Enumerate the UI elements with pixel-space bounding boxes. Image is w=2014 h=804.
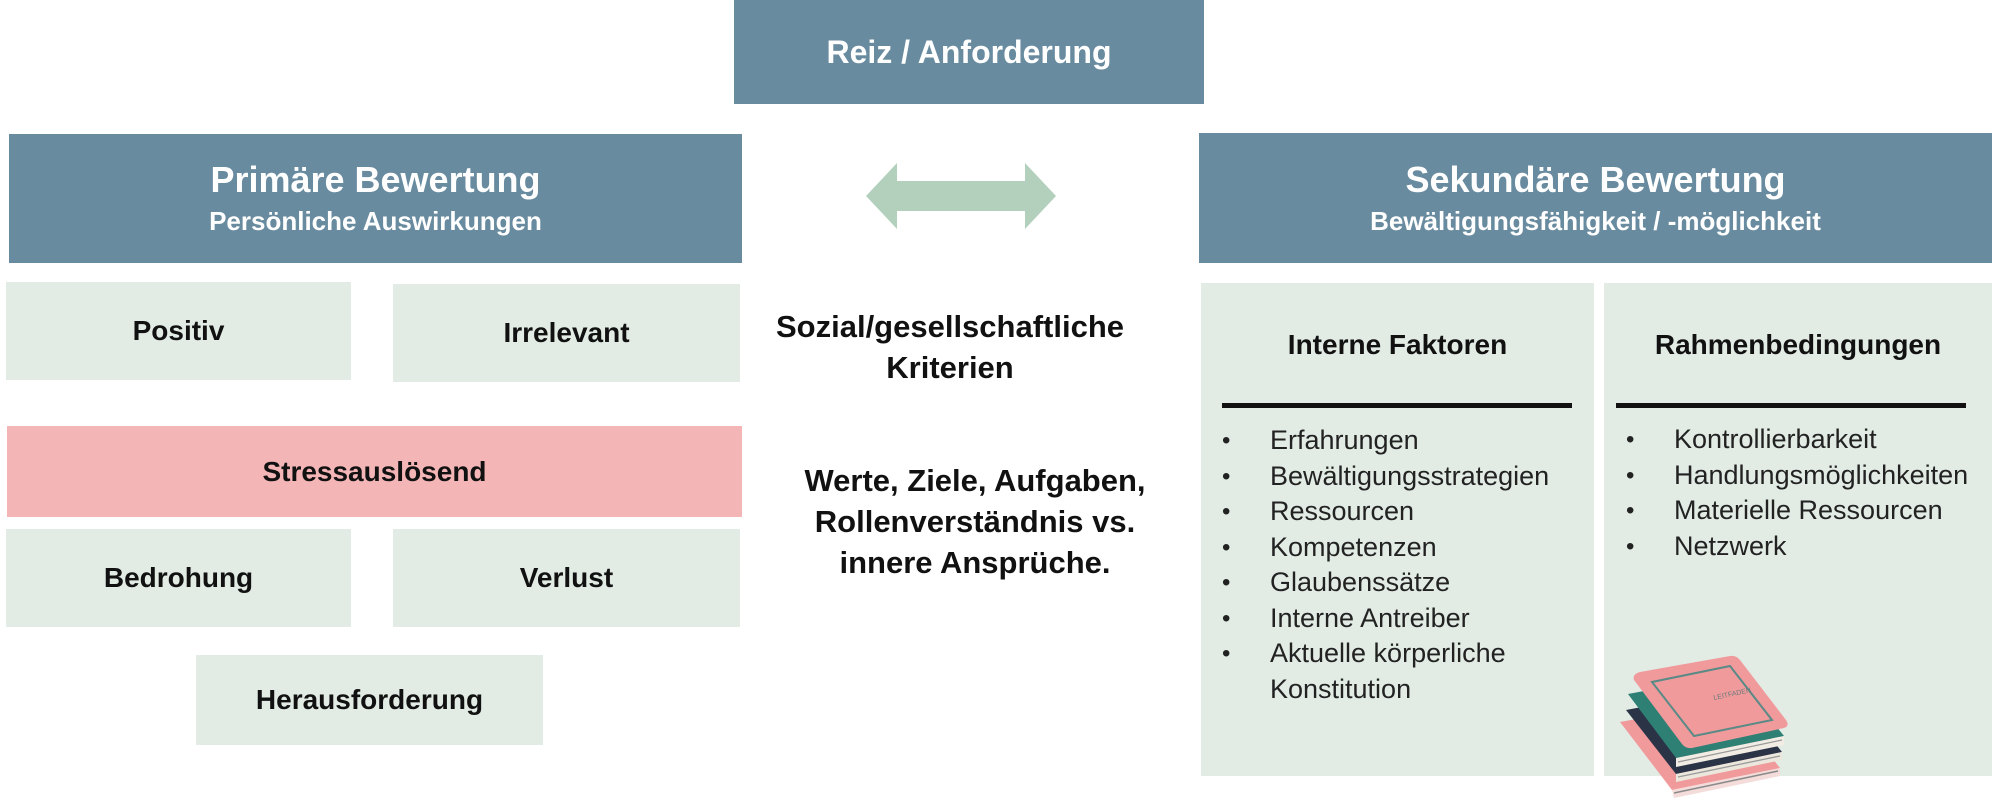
- framework-conditions-list: Kontrollierbarkeit Handlungsmöglichkeite…: [1626, 422, 1991, 564]
- irrelevant-box: Irrelevant: [393, 284, 740, 382]
- framework-conditions-divider: [1616, 403, 1966, 408]
- herausforderung-label: Herausforderung: [255, 684, 484, 715]
- internal-factors-list: Erfahrungen Bewältigungsstrategien Resso…: [1222, 423, 1587, 707]
- primary-appraisal-subtitle: Persönliche Auswirkungen: [209, 206, 542, 237]
- social-criteria-text: Sozial/gesellschaftliche Kriterien: [775, 309, 1125, 385]
- stimulus-box: Reiz / Anforderung: [734, 0, 1204, 104]
- secondary-appraisal-header: Sekundäre Bewertung Bewältigungsfähigkei…: [1199, 133, 1992, 263]
- list-item: Aktuelle körperliche Konstitution: [1222, 636, 1530, 707]
- list-item: Interne Antreiber: [1222, 601, 1587, 637]
- list-item: Glaubenssätze: [1222, 565, 1587, 601]
- stress-label: Stressauslösend: [262, 455, 487, 487]
- list-item: Handlungsmöglichkeiten: [1626, 458, 1991, 494]
- positiv-label: Positiv: [132, 315, 225, 346]
- list-item: Kontrollierbarkeit: [1626, 422, 1991, 458]
- framework-conditions-title: Rahmenbedingungen: [1654, 329, 1942, 360]
- internal-factors-panel: Interne Faktoren Erfahrungen Bewältigung…: [1201, 283, 1594, 776]
- verlust-label: Verlust: [519, 562, 614, 593]
- secondary-appraisal-subtitle: Bewältigungsfähigkeit / -möglichkeit: [1370, 205, 1821, 236]
- double-arrow-icon: [866, 163, 1056, 229]
- irrelevant-label: Irrelevant: [503, 317, 630, 348]
- bedrohung-box: Bedrohung: [6, 529, 351, 627]
- list-item: Kompetenzen: [1222, 530, 1587, 566]
- book-stack-icon: LEITFADEN: [1620, 655, 1788, 798]
- positiv-box: Positiv: [6, 282, 351, 380]
- list-item: Netzwerk: [1626, 529, 1991, 565]
- bedrohung-label: Bedrohung: [103, 562, 254, 593]
- stimulus-label: Reiz / Anforderung: [826, 33, 1112, 70]
- stress-box: Stressauslösend: [7, 426, 742, 517]
- secondary-appraisal-title: Sekundäre Bewertung: [1405, 158, 1786, 200]
- list-item: Materielle Ressourcen: [1626, 493, 1991, 529]
- values-text: Werte, Ziele, Aufgaben, Rollenverständni…: [804, 463, 1146, 580]
- internal-factors-title: Interne Faktoren: [1287, 329, 1508, 360]
- list-item: Erfahrungen: [1222, 423, 1587, 459]
- primary-appraisal-title: Primäre Bewertung: [210, 159, 541, 200]
- herausforderung-box: Herausforderung: [196, 655, 543, 745]
- primary-appraisal-header: Primäre Bewertung Persönliche Auswirkung…: [9, 134, 742, 263]
- list-item: Ressourcen: [1222, 494, 1587, 530]
- verlust-box: Verlust: [393, 529, 740, 627]
- internal-factors-divider: [1222, 403, 1572, 408]
- list-item: Bewältigungsstrategien: [1222, 459, 1587, 495]
